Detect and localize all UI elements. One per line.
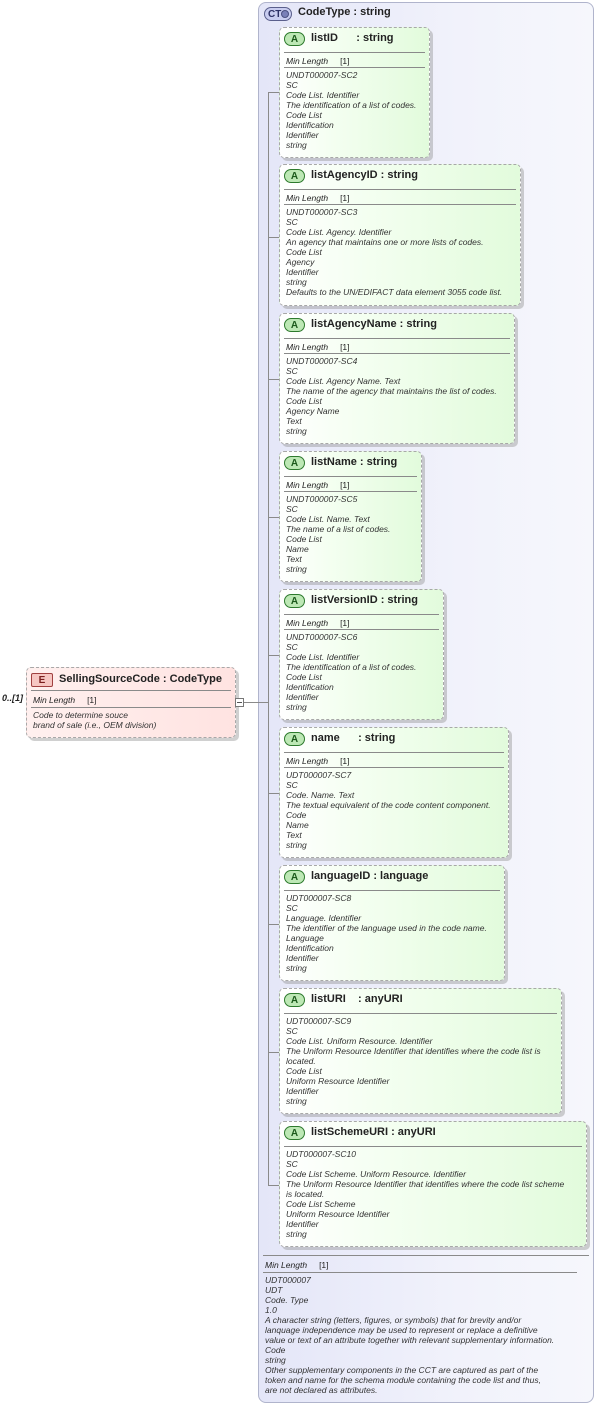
branch-line	[268, 379, 280, 380]
attribute-box-listAgencyID[interactable]: A listAgencyID : string Min Length[1] UN…	[279, 164, 521, 306]
divider	[284, 67, 425, 68]
attribute-name: listAgencyName : string	[311, 318, 437, 330]
type-facet-row: Min Length[1]	[265, 1260, 329, 1270]
facet-row: Min Length[1]	[286, 480, 350, 490]
attribute-icon: A	[284, 169, 305, 183]
attribute-icon: A	[284, 594, 305, 608]
attribute-name: listURI : anyURI	[311, 993, 403, 1005]
attribute-name: name : string	[311, 732, 396, 744]
attribute-box-listAgencyName[interactable]: A listAgencyName : string Min Length[1] …	[279, 313, 515, 444]
attribute-box-listName[interactable]: A listName : string Min Length[1] UNDT00…	[279, 451, 422, 582]
divider	[284, 52, 425, 53]
element-box[interactable]: E SellingSourceCode : CodeType Min Lengt…	[26, 667, 236, 738]
divider	[284, 767, 504, 768]
complex-type-title: CodeType : string	[298, 6, 391, 18]
attribute-name: listName : string	[311, 456, 398, 468]
attribute-name: listID : string	[311, 32, 394, 44]
divider	[284, 189, 516, 190]
attribute-icon: A	[284, 870, 305, 884]
attribute-icon: A	[284, 456, 305, 470]
attribute-name: listVersionID : string	[311, 594, 418, 606]
facet-row: Min Length[1]	[286, 56, 350, 66]
divider	[284, 752, 504, 753]
attribute-icon: A	[284, 1126, 305, 1140]
divider	[284, 491, 417, 492]
facet-row: Min Length[1]	[286, 193, 350, 203]
divider	[284, 890, 500, 891]
attribute-icon: A	[284, 318, 305, 332]
branch-line	[268, 1052, 280, 1053]
facet-row: Min Length[1]	[286, 756, 350, 766]
branch-line	[268, 517, 280, 518]
divider	[284, 1146, 582, 1147]
divider	[284, 353, 510, 354]
attribute-icon: A	[284, 32, 305, 46]
divider	[284, 476, 417, 477]
collapse-toggle-icon[interactable]	[235, 698, 244, 707]
branch-line	[268, 793, 280, 794]
attribute-icon: A	[284, 993, 305, 1007]
attribute-name: languageID : language	[311, 870, 429, 882]
branch-line	[268, 924, 280, 925]
attribute-box-listVersionID[interactable]: A listVersionID : string Min Length[1] U…	[279, 589, 444, 720]
divider	[284, 629, 439, 630]
connector-line	[244, 702, 268, 703]
divider	[284, 614, 439, 615]
divider	[284, 338, 510, 339]
attribute-name: listAgencyID : string	[311, 169, 418, 181]
attribute-box-listID[interactable]: A listID : string Min Length[1] UNDT0000…	[279, 27, 430, 158]
divider	[284, 204, 516, 205]
attribute-box-name[interactable]: A name : string Min Length[1] UDT000007-…	[279, 727, 509, 858]
branch-line	[268, 237, 280, 238]
facet-row: Min Length[1]	[286, 342, 350, 352]
attribute-name: listSchemeURI : anyURI	[311, 1126, 436, 1138]
divider	[284, 1013, 557, 1014]
complex-type-icon: CT	[264, 7, 292, 21]
divider	[263, 1272, 577, 1273]
branch-line	[268, 655, 280, 656]
divider	[31, 707, 231, 708]
gear-icon	[281, 10, 289, 18]
tree-trunk-line	[268, 92, 269, 1185]
element-name: SellingSourceCode : CodeType	[59, 673, 222, 685]
branch-line	[268, 1185, 280, 1186]
branch-line	[268, 92, 280, 93]
facet-row: Min Length[1]	[286, 618, 350, 628]
facet-row: Min Length[1]	[33, 695, 97, 705]
element-doc: Code to determine souce brand of sale (i…	[33, 710, 157, 730]
divider	[263, 1255, 589, 1256]
element-icon: E	[31, 673, 53, 687]
attribute-icon: A	[284, 732, 305, 746]
divider	[31, 690, 231, 691]
cardinality-label: 0..[1]	[2, 693, 24, 703]
